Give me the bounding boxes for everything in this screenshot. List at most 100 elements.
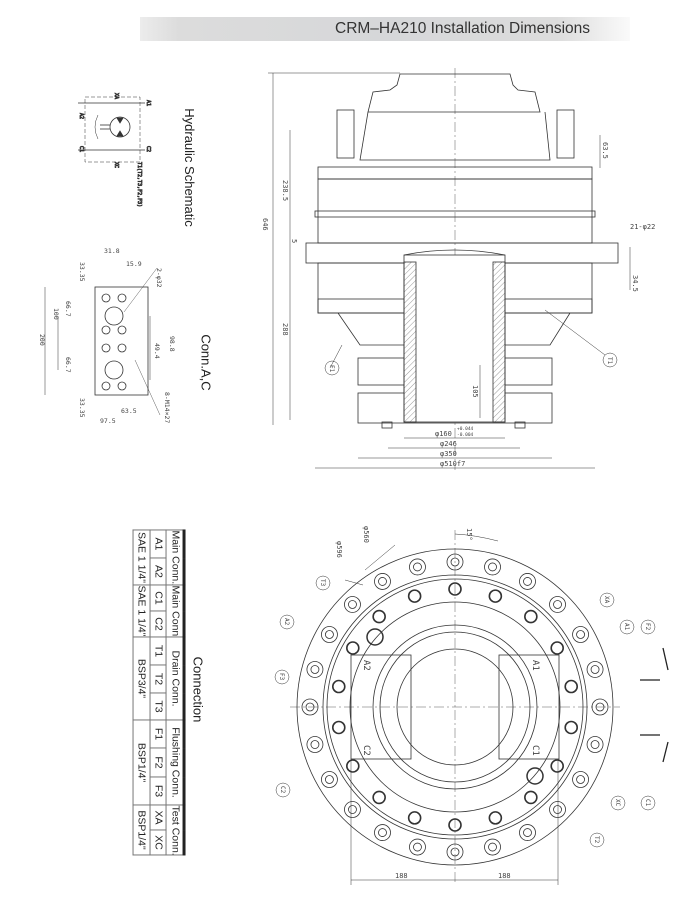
outer-bolt-hole [409,558,426,576]
table-cell: A2 [149,557,167,585]
callout-circle [640,619,656,635]
port-a1: A1 [145,100,151,106]
outer-bolt-hole-inner [348,600,357,609]
inner-bolt-hole [550,641,564,655]
body-mark-a1: A1 [530,660,540,671]
table-cell: XA [149,805,167,831]
dim-49-4: 49.4 [153,343,161,359]
outer-bolt-hole-inner [553,600,562,609]
outer-bolt-hole [321,626,338,643]
outer-bolt-hole [306,661,324,678]
table-cell: BSP3/4" [133,636,150,721]
outer-bolt-hole-inner [523,828,532,837]
callout-t2: T2 [593,836,600,844]
outer-bolt-hole-inner [523,577,532,586]
dim-phi-596: φ596 [335,541,343,558]
table-cell: F1 [149,720,167,749]
outer-bolt-hole-inner [488,562,497,572]
callout-xa: XA [603,596,610,604]
callout-circle [315,575,331,591]
outer-bolt-hole [446,553,464,571]
table-cell: SAE 1 1/4" [133,529,150,585]
dim-phi-560: φ560 [362,526,370,543]
outer-bolt-hole [306,736,324,753]
elevation-view-drawing: 646 238.5 288 5 63.5 21-φ22 34.5 105 φ16… [261,68,655,470]
dim-21-phi-22: 21-φ22 [630,223,655,231]
body-mark-c1: C1 [530,745,540,756]
outer-bolt-hole-inner [590,740,600,749]
outer-bolt-hole [374,573,391,590]
callout-f1: F1 [328,365,335,373]
outer-bolt-hole-inner [413,562,422,572]
outer-bolt-hole [519,824,536,841]
callout-circle [619,619,635,635]
dim-105: 105 [471,385,479,398]
outer-bolt-hole-inner [590,665,600,674]
table-cell: C2 [149,610,167,637]
body-mark-c2: C2 [361,745,371,756]
inner-bolt-hole [346,759,360,773]
table-cell: A1 [149,529,167,558]
inner-bolt-hole [488,811,503,825]
table-header: Test Conn. [166,805,185,856]
dim-66-7-bottom: 66.7 [64,357,72,373]
dim-63-5: 63.5 [121,407,137,415]
dim-31-8: 31.8 [104,247,120,255]
outer-bolt-hole [374,824,391,841]
table-header: Flushing Conn. [166,720,185,806]
outer-bolt-hole [484,558,501,576]
dim-5: 5 [290,239,298,243]
inner-bolt-hole [564,679,579,694]
callout-t3: T3 [319,579,326,587]
outer-bolt-hole [344,801,361,818]
inner-bolt-hole [346,641,360,655]
table-header: Main Conn.C [166,584,185,637]
dim-238-5: 238.5 [281,180,289,201]
outer-bolt-hole [301,698,319,716]
table-cell: F2 [149,748,167,778]
outer-bolt-hole-inner [325,775,334,784]
shaft-tol-lower: -0.004 [457,432,474,438]
callout-circle [640,795,656,811]
dim-15-9: 15.9 [126,260,142,268]
dim-34-5: 34.5 [631,275,639,292]
callout-circle [275,782,291,798]
outer-bolt-hole-inner [488,842,497,852]
outer-bolt-hole-inner [310,740,320,749]
callout-xc: XC [614,799,621,807]
outer-bolt-hole [586,736,604,753]
outer-bolt-hole [572,771,589,788]
outer-bolt-hole [344,596,361,613]
outer-bolt-hole-inner [595,702,605,712]
outer-bolt-hole-inner [378,828,387,837]
inner-bolt-hole [524,790,538,805]
outer-bolt-hole [519,573,536,590]
table-cell: BSP1/4" [133,805,150,856]
drain-port-label: T1(T2,T3,F2,F3) [136,162,142,207]
dim-288: 288 [281,323,289,336]
inner-bolt-hole [372,790,386,805]
dim-15-deg: 15° [465,528,473,541]
table-cell: C1 [149,584,167,611]
dim-phi-350: φ350 [440,450,457,458]
callout-circle [599,592,615,608]
inner-bolt-hole [488,589,503,603]
inner-bolt-hole [524,609,538,624]
callout-circle [610,795,626,811]
dim-phi-510: φ510f7 [440,460,465,468]
page-title: CRM–HA210 Installation Dimensions [335,20,591,37]
callout-f2: F2 [644,623,651,631]
dim-646: 646 [261,218,269,231]
port-xa: XA [113,93,119,99]
outer-bolt-hole-inner [325,630,334,639]
outer-bolt-hole-inner [576,775,585,784]
dim-66-7-top: 66.7 [64,301,72,317]
inner-bolt-hole [331,720,346,735]
callout-circle [274,669,290,685]
callout-f3: F3 [278,673,285,681]
port-a2: A2 [78,113,84,119]
outer-bolt-hole-inner [378,577,387,586]
dim-98-8: 98.8 [168,336,176,352]
callout-c1: C1 [644,799,651,807]
